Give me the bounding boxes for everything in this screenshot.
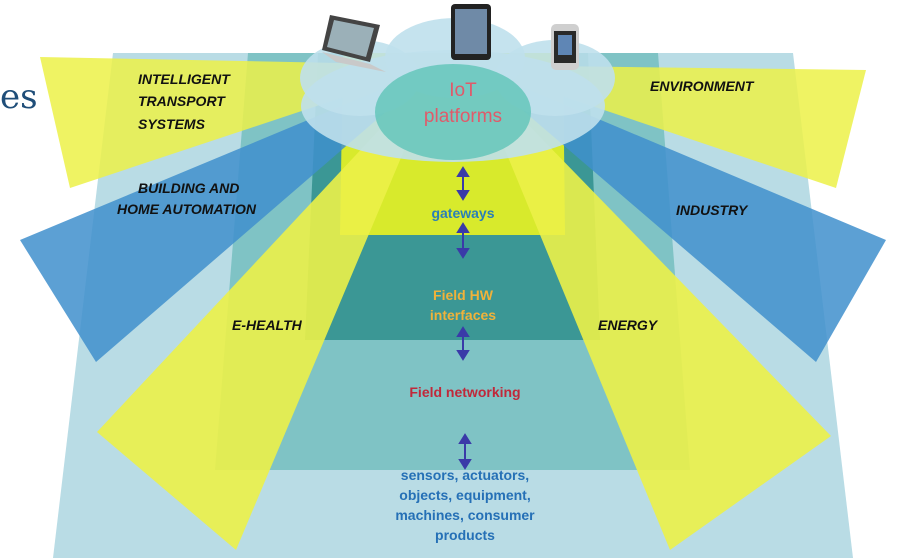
sector-label-transport-3: SYSTEMS (138, 116, 206, 132)
tablet-icon (451, 4, 491, 60)
sector-ehealth-wedge (97, 65, 440, 550)
sector-label-transport-1: INTELLIGENT (138, 71, 231, 87)
sector-label-building-1: BUILDING AND (138, 180, 239, 196)
arrow-networking-sensors (458, 433, 472, 470)
laptop-icon (322, 15, 386, 72)
sector-label-industry: INDUSTRY (676, 202, 749, 218)
layer-label-sensors-3: machines, consumer (395, 507, 535, 523)
sector-energy-wedge (470, 65, 831, 550)
cloud-label-line2: platforms (424, 106, 502, 127)
title-fragment: es (0, 77, 38, 117)
layer-label-gateways: gateways (431, 205, 494, 221)
layer-label-field-hw-1: Field HW (433, 287, 494, 303)
layer-label-sensors-2: objects, equipment, (399, 487, 530, 503)
sector-label-ehealth: E-HEALTH (232, 317, 303, 333)
layer-label-sensors-4: products (435, 527, 495, 543)
sector-label-building-2: HOME AUTOMATION (117, 201, 257, 217)
layer-label-sensors-1: sensors, actuators, (401, 467, 529, 483)
layer-label-field-hw-2: interfaces (430, 307, 496, 323)
arrow-cloud-gateways (456, 166, 470, 201)
sector-label-environment: ENVIRONMENT (650, 78, 755, 94)
cloud (300, 18, 615, 162)
sector-label-energy: ENERGY (598, 317, 659, 333)
sector-label-transport-2: TRANSPORT (138, 93, 226, 109)
arrow-gateways-fieldhw (456, 222, 470, 259)
smartphone-icon (551, 24, 579, 70)
arrow-fieldhw-networking (456, 326, 470, 361)
layer-label-field-networking: Field networking (409, 384, 520, 400)
cloud-label-line1: IoT (449, 80, 477, 101)
